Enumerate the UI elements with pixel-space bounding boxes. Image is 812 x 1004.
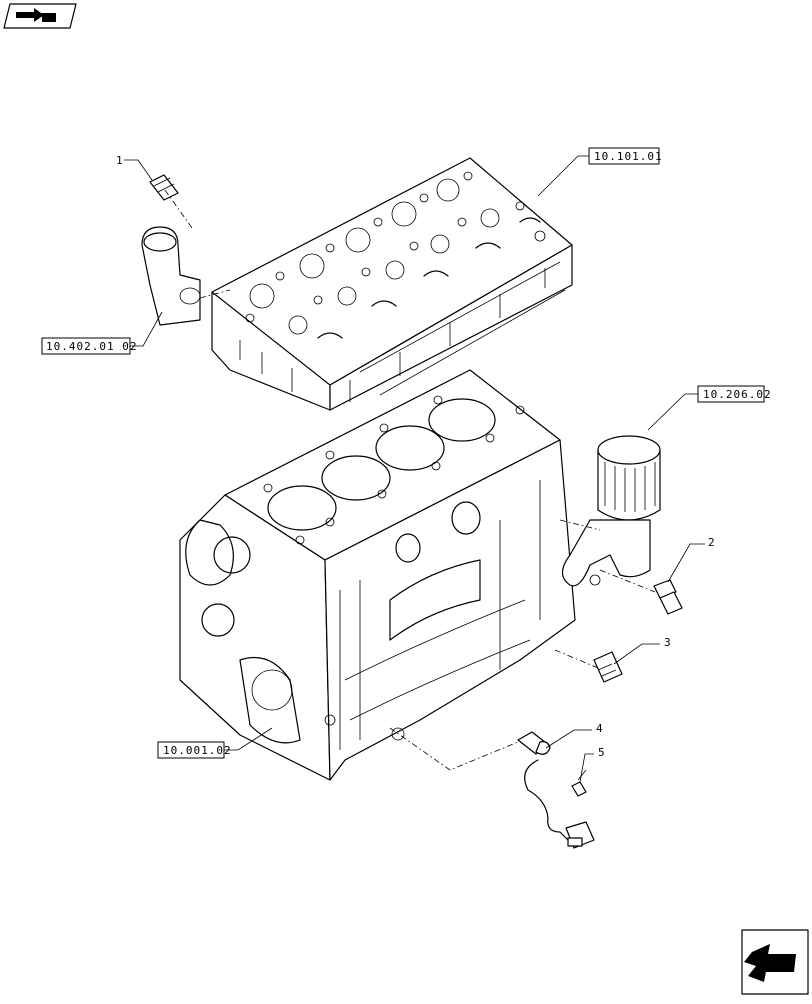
callout-2: 2 (667, 536, 715, 583)
oil-filter (561, 435, 661, 587)
cylinder-head (211, 157, 573, 411)
bolt-5 (571, 769, 587, 797)
svg-text:5: 5 (598, 746, 605, 759)
engine-block (179, 369, 576, 781)
svg-text:10.402.01 02: 10.402.01 02 (46, 340, 137, 353)
oil-pressure-switch-2 (653, 579, 683, 615)
svg-text:3: 3 (664, 636, 671, 649)
svg-text:1: 1 (116, 154, 123, 167)
temperature-sender-1 (149, 174, 179, 201)
crankshaft-speed-sensor-4 (517, 731, 595, 849)
callout-3: 3 (613, 636, 671, 665)
svg-text:4: 4 (596, 722, 603, 735)
svg-text:10.001.02: 10.001.02 (163, 744, 232, 757)
callout-4: 4 (545, 722, 603, 749)
svg-text:10.101.01: 10.101.01 (594, 150, 663, 163)
thermostat-housing (141, 226, 201, 326)
callout-1: 1 (116, 154, 153, 181)
svg-text:10.206.02: 10.206.02 (703, 388, 772, 401)
svg-text:2: 2 (708, 536, 715, 549)
ref-box-oil-filter[interactable]: 10.206.02 (647, 385, 772, 431)
ref-box-engine-block[interactable]: 10.001.02 (157, 727, 273, 759)
engine-catalog-icon[interactable] (3, 3, 77, 29)
ref-box-thermostat-housing[interactable]: 10.402.01 02 (41, 311, 163, 355)
next-page-arrow-icon[interactable] (741, 929, 809, 995)
callout-5: 5 (579, 746, 605, 783)
ref-box-cylinder-head[interactable]: 10.101.01 (537, 147, 663, 197)
sensor-3 (593, 651, 623, 683)
